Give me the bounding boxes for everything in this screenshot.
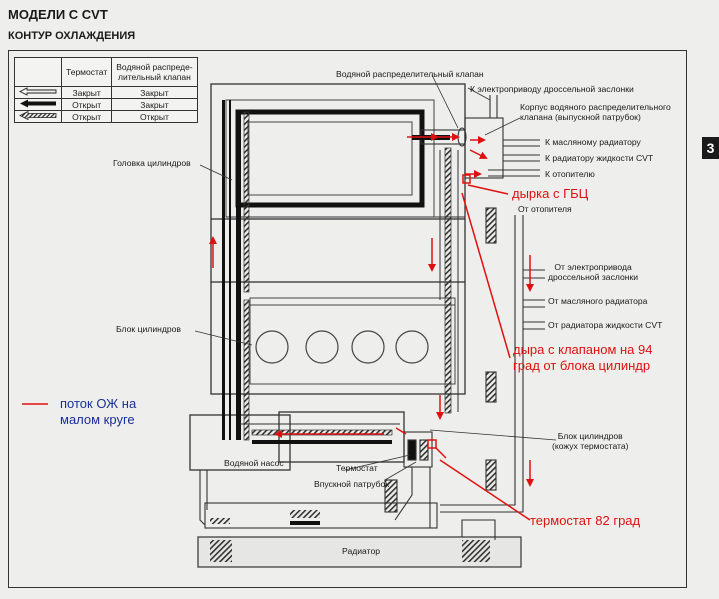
leader-lines [194, 74, 557, 481]
label-to-throttle: К электроприводу дроссельной заслонки [470, 84, 634, 94]
label-radiator: Радиатор [342, 546, 381, 556]
label-from-heater: От отопителя [518, 204, 572, 214]
label-from-throttle: От электропривода дроссельной заслонки [548, 262, 639, 282]
cylinder-block-jacket [249, 297, 456, 385]
label-from-cvt-cooler: От радиатора жидкости CVT [548, 320, 663, 330]
label-to-oil-cooler: К масляному радиатору [545, 137, 641, 147]
thick-arrow-icon [14, 98, 62, 111]
label-valve-body: Корпус водяного распределительного клапа… [520, 102, 671, 122]
annotation-small-circle-legend: поток ОЖ на малом круге [60, 396, 137, 427]
annotation-hole-valve: дыра с клапаном на 94 град от блока цили… [513, 342, 653, 373]
legend-row-valve: Открыт [111, 110, 198, 123]
legend-table: Термостат Водяной распреде- лительный кл… [14, 57, 198, 123]
red-annotations [22, 133, 534, 521]
page-subtitle: КОНТУР ОХЛАЖДЕНИЯ [8, 30, 136, 42]
right-channel [439, 147, 459, 414]
label-to-heater: К отопителю [545, 169, 595, 179]
page-title: МОДЕЛИ С CVT [8, 7, 108, 22]
bottom-channel [240, 423, 400, 444]
page-tab: 3 [702, 137, 719, 159]
label-valve-top: Водяной распределительный клапан [336, 69, 484, 79]
label-inlet-pipe: Впускной патрубок [314, 479, 390, 489]
annotation-hole-head: дырка с ГБЦ [512, 186, 589, 201]
thermostat-assembly [384, 431, 433, 529]
radiator [197, 519, 522, 568]
label-cylinder-block: Блок цилиндров [116, 324, 182, 334]
label-thermostat-housing: Блок цилиндров (кожух термостата) [552, 431, 629, 451]
return-pipe [440, 207, 545, 513]
diagram-frame [8, 50, 687, 588]
label-thermostat: Термостат [336, 463, 378, 473]
label-cylinder-head: Головка цилиндров [113, 158, 191, 168]
pump-lower-pipes [199, 470, 438, 529]
legend-header-valve: Водяной распреде- лительный клапан [111, 57, 198, 87]
left-channels [222, 100, 250, 441]
annotation-thermostat-82: термостат 82 град [530, 513, 641, 528]
cylinder-head-box [225, 99, 465, 218]
label-to-cvt-cooler: К радиатору жидкости CVT [545, 153, 654, 163]
label-from-oil-cooler: От масляного радиатора [548, 296, 648, 306]
label-water-pump: Водяной насос [224, 458, 284, 468]
